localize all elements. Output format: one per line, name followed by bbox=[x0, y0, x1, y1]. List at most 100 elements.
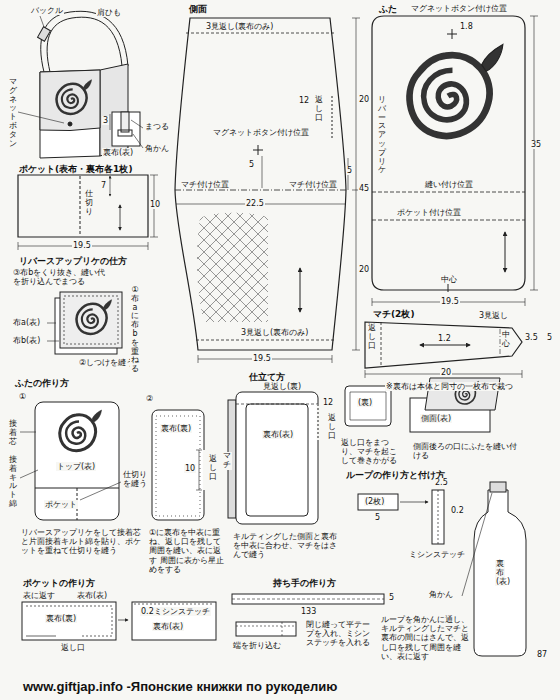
instruction-note: 返し口をまつり、マチを起こして巻きかがる bbox=[340, 438, 404, 466]
drawing-line bbox=[253, 145, 263, 155]
dimension: 10 bbox=[149, 200, 161, 209]
drawing-line bbox=[40, 70, 100, 131]
dimension: 0.2 bbox=[450, 506, 465, 515]
dimension: 5 bbox=[346, 166, 353, 175]
instruction-note: リバースアップリケをして接着芯と片面接着キルト綿を貼り、ポケットを重ねて仕切りを… bbox=[20, 528, 142, 556]
part-label: 側面(表) bbox=[420, 414, 452, 423]
dimension: 35 bbox=[530, 140, 542, 149]
part-label: 端を折り込む bbox=[232, 641, 282, 650]
drawing-line bbox=[118, 130, 132, 136]
drawing-line bbox=[410, 44, 503, 135]
instruction-note: 閉じ縫って平テープを入れ、ミシンステッチを入れる bbox=[305, 620, 377, 648]
drawing-line bbox=[35, 402, 119, 520]
part-label: ① bbox=[18, 392, 27, 401]
part-label: マグネットボタン付け位置 bbox=[212, 128, 310, 137]
drawing-line bbox=[236, 622, 296, 636]
drawing-line bbox=[505, 232, 506, 272]
drawing-line bbox=[198, 355, 332, 363]
heading: 持ち手の作り方 bbox=[272, 578, 337, 588]
drawing-line bbox=[400, 502, 428, 503]
dimension: 5 bbox=[388, 593, 395, 602]
part-label: 返し口 bbox=[367, 324, 377, 350]
drawing-line bbox=[121, 112, 129, 132]
instruction-note: ③布bをくり抜き、縫い代を折り込んでまつる bbox=[12, 268, 114, 286]
part-label: リバースアップリケ bbox=[377, 96, 387, 175]
drawing-line bbox=[236, 404, 318, 405]
piece-outline-path bbox=[18, 175, 148, 237]
drawing-line bbox=[132, 602, 216, 640]
dimension: 5 bbox=[248, 160, 255, 169]
part-label: 返し口 bbox=[314, 96, 324, 122]
drawing-line bbox=[134, 604, 214, 605]
heading: ポケットの作り方 bbox=[22, 578, 96, 588]
part-label: 見返し(裏) bbox=[262, 382, 302, 391]
drawing-line bbox=[38, 27, 51, 41]
drawing-line bbox=[232, 594, 384, 604]
part-label: ② bbox=[145, 394, 154, 403]
part-label: ②しつけを縫う bbox=[78, 358, 135, 367]
pattern-piece: 側面3見返し(裏布のみ)12返し口マグネットボタン付け位置マチ付け位置マチ付け位… bbox=[172, 2, 350, 354]
drawing-line bbox=[350, 392, 386, 420]
piece-outline-path bbox=[175, 18, 346, 350]
heading: 側面 bbox=[188, 4, 208, 14]
dimension: 20 bbox=[358, 265, 370, 274]
drawing-line bbox=[156, 416, 200, 516]
dimension: 5 bbox=[374, 513, 381, 522]
drawing-line bbox=[41, 11, 128, 72]
instruction-note: キルティングした側面と裏布を中表に合わせ、マチをはさんで縫う bbox=[232, 532, 342, 560]
part-label: 接着芯 bbox=[8, 420, 18, 446]
drawing-line bbox=[20, 432, 38, 478]
part-label: 3見返し(裏布のみ) bbox=[205, 22, 274, 31]
dimension: 3 bbox=[102, 116, 109, 125]
piece-outline-path bbox=[365, 322, 522, 368]
dimension: 19.5 bbox=[252, 354, 272, 363]
bag-illustration bbox=[18, 11, 143, 158]
drawing-line bbox=[236, 392, 318, 524]
heading: ループの作り方と付け方 bbox=[345, 470, 446, 480]
part-label: マチ付け位置 bbox=[288, 180, 338, 189]
drawing-line bbox=[236, 622, 296, 636]
part-label: マチ bbox=[222, 452, 232, 470]
dimension: 22.5 bbox=[245, 199, 265, 208]
drawing-line bbox=[40, 70, 100, 158]
drawing-line bbox=[372, 192, 525, 220]
dimension: 2.5 bbox=[434, 478, 449, 487]
heading: ポケット(表布・裏布各1枚) bbox=[18, 164, 134, 174]
dimension: 19.5 bbox=[440, 297, 460, 306]
drawing-line bbox=[432, 490, 444, 544]
part-label: 裏布(裏) bbox=[160, 424, 192, 433]
drawing-line bbox=[345, 386, 391, 426]
part-label: ポケット付け位置 bbox=[396, 208, 462, 217]
dimension: 19.5 bbox=[72, 241, 92, 250]
part-label: トップ(表) bbox=[56, 462, 96, 471]
part-label: 0.2ミシンステッチ bbox=[140, 607, 211, 616]
part-label: マグネットボタン付け位置 bbox=[410, 4, 508, 13]
drawing-line bbox=[246, 404, 308, 516]
drawing-line bbox=[26, 606, 112, 636]
drawing-line bbox=[196, 450, 202, 490]
drawing-line bbox=[40, 16, 44, 27]
part-label: 中心 bbox=[501, 331, 511, 349]
dimension: 3.5 bbox=[524, 333, 539, 342]
drawing-line bbox=[447, 29, 457, 39]
drawing-line bbox=[112, 112, 140, 146]
drawing-line bbox=[152, 410, 204, 520]
part-label: (裏) bbox=[357, 398, 373, 407]
drawing-line bbox=[68, 122, 72, 126]
instruction-note: ①に裏布を中表に重ね、返し口を残して周囲を縫い、表に返す 周囲に表から星止めをす… bbox=[148, 528, 228, 574]
drawing-line bbox=[262, 156, 263, 188]
drawing-line bbox=[358, 494, 398, 510]
drawing-line bbox=[438, 490, 439, 544]
drawing-line bbox=[47, 323, 59, 341]
pattern-piece: ふたマグネットボタン付け位置リバースアップリケ縫い付け位置ポケット付け位置中心 bbox=[370, 2, 528, 294]
part-label: ミシンステッチ bbox=[408, 550, 466, 559]
part-label: ※裏布は本体と同寸の一枚布で裁つ bbox=[385, 382, 514, 391]
dimension: 45 bbox=[358, 184, 370, 193]
drawing-line bbox=[80, 176, 81, 236]
instruction-note: 側面後ろの口にふたを縫い付ける bbox=[412, 442, 524, 460]
part-label: 接着キルト綿 bbox=[8, 456, 18, 509]
part-label: 裏布(表) bbox=[262, 430, 294, 439]
part-label: 裏布(裏) bbox=[45, 614, 77, 623]
part-label: バックル bbox=[30, 6, 64, 15]
dimension: 87 bbox=[536, 650, 548, 659]
